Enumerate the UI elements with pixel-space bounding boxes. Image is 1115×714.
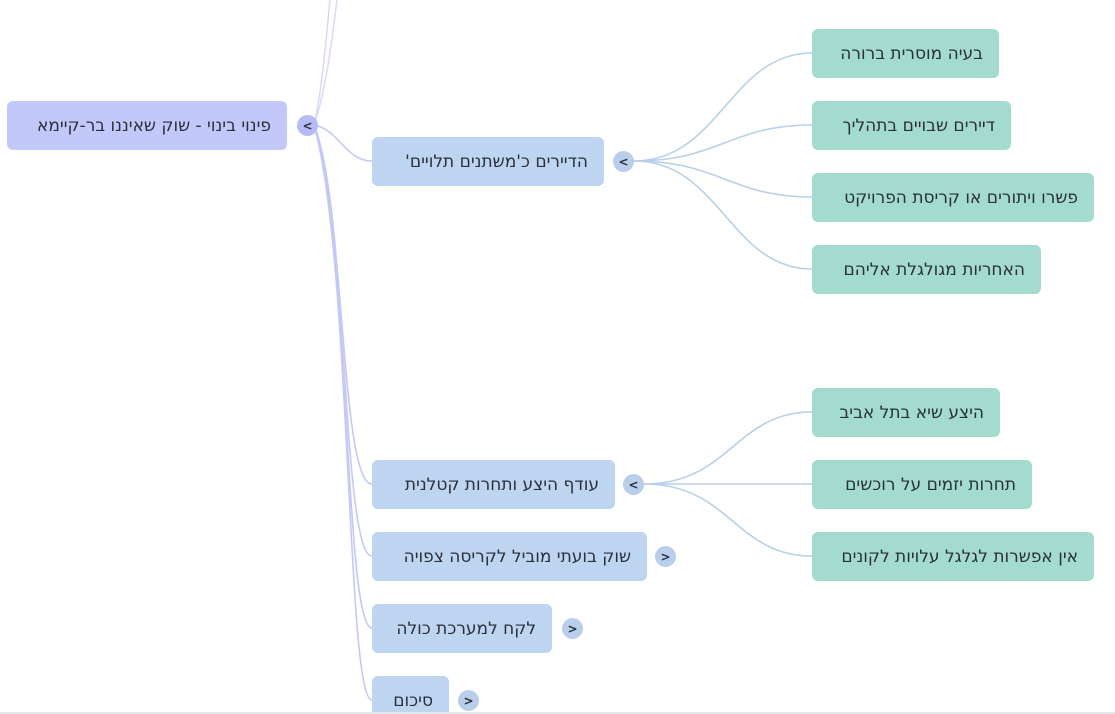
branch-node-oversupply-competition[interactable]: עודף היצע ותחרות קטלנית: [372, 460, 615, 509]
branch-5-expand-toggle[interactable]: >: [458, 690, 479, 711]
connector-branch-1-leaf-2: [633, 124, 813, 162]
leaf-node-captive-tenants[interactable]: דיירים שבויים בתהליך: [812, 101, 1011, 150]
chevron-right-icon: >: [660, 549, 671, 564]
connector-root-branch-5: [313, 124, 373, 701]
connector-offscreen-2: [313, 0, 338, 126]
chevron-right-icon: >: [567, 621, 578, 636]
leaf-node-concessions-or-collapse[interactable]: פשרו ויתורים או קריסת הפרויקט: [812, 173, 1094, 222]
leaf-node-label: דיירים שבויים בתהליך: [842, 115, 995, 136]
chevron-left-icon: <: [628, 477, 639, 492]
connector-branch-1-leaf-3: [633, 160, 813, 198]
leaf-node-label: בעיה מוסרית ברורה: [840, 43, 983, 64]
root-node-label: פינוי בינוי - שוק שאיננו בר-קיימא: [36, 115, 271, 136]
branch-3-expand-toggle[interactable]: >: [655, 546, 676, 567]
chevron-left-icon: <: [302, 118, 313, 133]
leaf-node-no-cost-passthrough[interactable]: אין אפשרות לגלגל עלויות לקונים: [812, 532, 1094, 581]
branch-node-dependent-tenants[interactable]: הדיירים כ'משתנים תלויים': [372, 137, 604, 186]
leaf-node-moral-problem[interactable]: בעיה מוסרית ברורה: [812, 29, 999, 78]
branch-node-label: הדיירים כ'משתנים תלויים': [405, 151, 588, 172]
chevron-right-icon: >: [463, 693, 474, 708]
branch-node-label: סיכום: [393, 690, 433, 711]
connector-branch-2-leaf-1: [643, 411, 813, 485]
leaf-node-record-supply[interactable]: היצע שיא בתל אביב: [812, 388, 1000, 437]
chevron-left-icon: <: [618, 154, 629, 169]
branch-node-label: לקח למערכת כולה: [396, 618, 536, 639]
leaf-node-responsibility-shifted[interactable]: האחריות מגולגלת אליהם: [812, 245, 1041, 294]
leaf-node-label: האחריות מגולגלת אליהם: [843, 259, 1026, 280]
branch-node-summary[interactable]: סיכום: [372, 676, 449, 714]
bottom-divider: [0, 712, 1115, 714]
connector-root-branch-3: [313, 124, 373, 557]
leaf-node-developer-competition[interactable]: תחרות יזמים על רוכשים: [812, 460, 1032, 509]
branch-node-label: עודף היצע ותחרות קטלנית: [404, 474, 599, 495]
branch-1-collapse-toggle[interactable]: <: [613, 151, 634, 172]
branch-4-expand-toggle[interactable]: >: [562, 618, 583, 639]
connector-branch-1-leaf-1: [633, 52, 813, 162]
root-node[interactable]: פינוי בינוי - שוק שאיננו בר-קיימא: [7, 101, 287, 150]
connector-root-branch-1: [313, 124, 373, 162]
connector-root-branch-2: [313, 124, 373, 485]
connector-branch-2-leaf-3: [643, 483, 813, 557]
branch-node-system-lesson[interactable]: לקח למערכת כולה: [372, 604, 552, 653]
connector-offscreen-1: [313, 0, 331, 126]
branch-2-collapse-toggle[interactable]: <: [623, 474, 644, 495]
leaf-node-label: תחרות יזמים על רוכשים: [845, 474, 1016, 495]
branch-node-label: שוק בועתי מוביל לקריסה צפויה: [403, 546, 631, 567]
connector-branch-1-leaf-4: [633, 160, 813, 270]
leaf-node-label: פשרו ויתורים או קריסת הפרויקט: [844, 187, 1078, 208]
leaf-node-label: היצע שיא בתל אביב: [839, 402, 984, 423]
root-collapse-toggle[interactable]: <: [297, 115, 318, 136]
leaf-node-label: אין אפשרות לגלגל עלויות לקונים: [841, 546, 1078, 567]
branch-node-bubble-market[interactable]: שוק בועתי מוביל לקריסה צפויה: [372, 532, 647, 581]
